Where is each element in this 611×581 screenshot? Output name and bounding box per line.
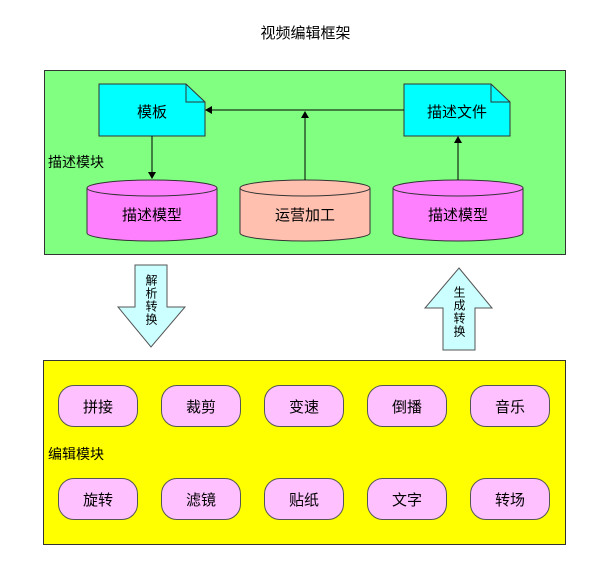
edit-op-text: 文字 xyxy=(367,478,447,520)
edit-module-label: 编辑模块 xyxy=(48,447,104,463)
template-label: 模板 xyxy=(136,103,167,121)
cylinder-label-3: 描述模型 xyxy=(427,206,488,224)
description-model-cylinder-1 xyxy=(86,179,218,242)
edit-op-speed: 变速 xyxy=(264,385,344,427)
operations-cylinder xyxy=(239,179,371,242)
edit-op-music: 音乐 xyxy=(470,385,550,427)
edit-op-crop: 裁剪 xyxy=(161,385,241,427)
edit-op-rotate: 旋转 xyxy=(58,478,138,520)
cylinder-label-1: 描述模型 xyxy=(121,206,182,224)
parse-convert-arrow xyxy=(116,264,187,348)
edit-op-reverse: 倒播 xyxy=(367,385,447,427)
edit-op-filter: 滤镜 xyxy=(161,478,241,520)
edit-op-transition: 转场 xyxy=(470,478,550,520)
page-title: 视频编辑框架 xyxy=(260,24,351,42)
generate-convert-label: 生成转换 xyxy=(452,286,466,338)
template-document xyxy=(98,83,206,137)
description-file-document xyxy=(403,83,511,137)
edit-op-sticker: 贴纸 xyxy=(264,478,344,520)
cylinder-label-2: 运营加工 xyxy=(274,206,335,224)
description-file-label: 描述文件 xyxy=(426,103,487,121)
description-model-cylinder-2 xyxy=(392,179,524,242)
parse-convert-label: 解析转换 xyxy=(144,274,158,326)
generate-convert-arrow xyxy=(423,267,494,351)
edit-op-splice: 拼接 xyxy=(58,385,138,427)
description-module-label: 描述模块 xyxy=(48,155,104,171)
